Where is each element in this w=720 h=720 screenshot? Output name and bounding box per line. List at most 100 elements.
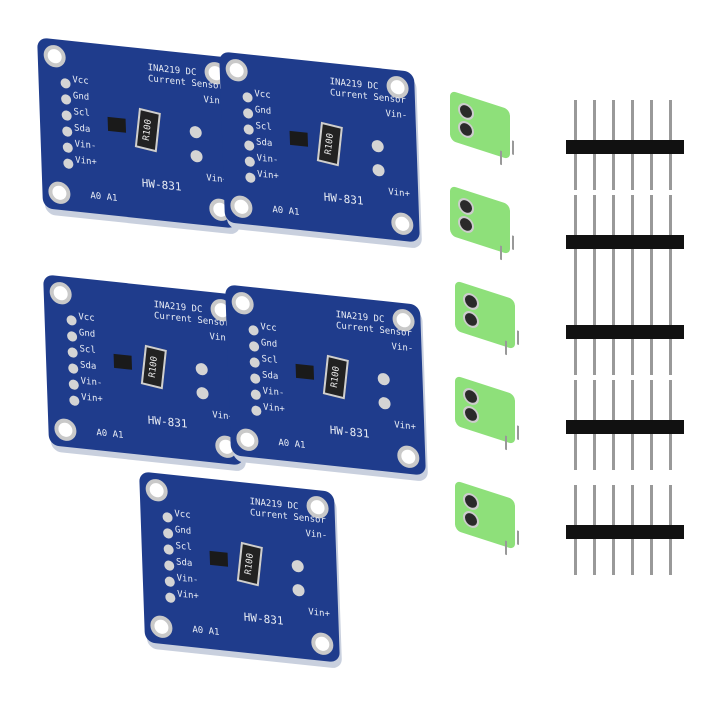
shunt-resistor: R100 [140, 344, 167, 390]
screw-hole [463, 490, 479, 513]
screw-hole [458, 195, 474, 218]
pin-label: Vin+ [177, 589, 200, 602]
terminal-pin [512, 140, 514, 156]
pin-label: Vin+ [257, 169, 280, 182]
pin-label: Gnd [78, 328, 96, 340]
pin-label: Sda [261, 370, 279, 383]
screw-terminal-block [450, 90, 520, 166]
terminal-body [455, 480, 519, 556]
pin-pad [62, 126, 73, 138]
pin-pad [250, 389, 261, 401]
vin-plus-label: Vin+ [394, 420, 417, 433]
pin-pad [68, 379, 79, 391]
pin-label: Vin+ [81, 392, 104, 405]
pin-label: Gnd [260, 338, 278, 350]
addr-label: A0 A1 [96, 428, 124, 441]
terminal-pad [190, 149, 203, 163]
pin-pad [69, 395, 80, 407]
pin-label: Vin+ [75, 155, 98, 168]
terminal-pad [372, 163, 385, 177]
pin-label: Vcc [174, 509, 191, 521]
mounting-hole [145, 478, 169, 503]
vin-minus-label: Vin- [391, 341, 414, 355]
pin-pad [251, 405, 262, 417]
pin-pad [162, 527, 174, 539]
terminal-pin [517, 530, 519, 546]
mounting-hole [230, 194, 253, 220]
pin-label: Scl [175, 541, 192, 553]
pin-label: Vin+ [263, 402, 286, 415]
pin-label: Gnd [174, 525, 192, 537]
addr-label: A0 A1 [278, 438, 306, 451]
screw-hole [463, 290, 479, 313]
screw-hole [458, 213, 474, 236]
pin-pad [248, 340, 260, 352]
pin-label: Vcc [254, 89, 271, 101]
model-label: HW-831 [323, 190, 364, 208]
terminal-pad [377, 372, 390, 386]
pin-pad [165, 592, 176, 604]
screw-terminal-block [455, 480, 525, 556]
pin-header [566, 195, 684, 285]
screw-hole [463, 308, 479, 331]
mounting-hole [390, 211, 414, 236]
header-plastic [566, 325, 684, 339]
pin-pad [163, 543, 174, 556]
vin-minus-label: Vin- [385, 108, 408, 122]
pin-label: Sda [79, 360, 97, 373]
vin-plus-label: Vin+ [308, 607, 331, 620]
ina219-chip [295, 363, 315, 380]
pin-label: Scl [261, 354, 278, 366]
terminal-pin [505, 340, 507, 356]
pin-label: Vin- [262, 386, 285, 399]
terminal-pad [292, 583, 305, 597]
pin-label: Scl [73, 107, 90, 119]
pin-pad [242, 91, 253, 103]
model-label: HW-831 [329, 423, 370, 441]
terminal-pad [196, 386, 209, 400]
pin-label: Vin- [74, 139, 97, 152]
pin-pad [63, 158, 74, 170]
mounting-hole [225, 58, 249, 83]
terminal-pad [371, 139, 384, 153]
terminal-body [455, 375, 519, 451]
ina219-chip [289, 130, 309, 147]
terminal-pin [512, 235, 514, 251]
shunt-resistor: R100 [316, 121, 343, 167]
mounting-hole [150, 614, 173, 640]
pin-pad [62, 142, 73, 154]
screw-terminal-block [450, 185, 520, 261]
header-plastic [566, 525, 684, 539]
model-label: HW-831 [141, 176, 182, 194]
pin-label: Vin- [176, 573, 199, 586]
vin-minus-label: Vin- [305, 528, 328, 542]
pin-pad [249, 356, 260, 369]
pin-label: Scl [79, 344, 96, 356]
pin-pad [60, 93, 72, 105]
terminal-pin [505, 540, 507, 556]
pin-label: Sda [255, 137, 273, 150]
screw-hole [463, 403, 479, 426]
screw-terminal-block [455, 280, 525, 356]
terminal-pin [500, 245, 502, 261]
mounting-hole [396, 444, 420, 469]
pin-label: Vin- [256, 153, 279, 166]
shunt-resistor: R100 [134, 107, 161, 153]
ina219-chip [113, 353, 133, 370]
screw-hole [458, 118, 474, 141]
pin-pad [68, 363, 79, 375]
mounting-hole [49, 281, 73, 306]
header-plastic [566, 140, 684, 154]
pin-pad [243, 123, 254, 136]
terminal-pin [517, 330, 519, 346]
addr-label: A0 A1 [272, 205, 300, 218]
terminal-pin [517, 425, 519, 441]
